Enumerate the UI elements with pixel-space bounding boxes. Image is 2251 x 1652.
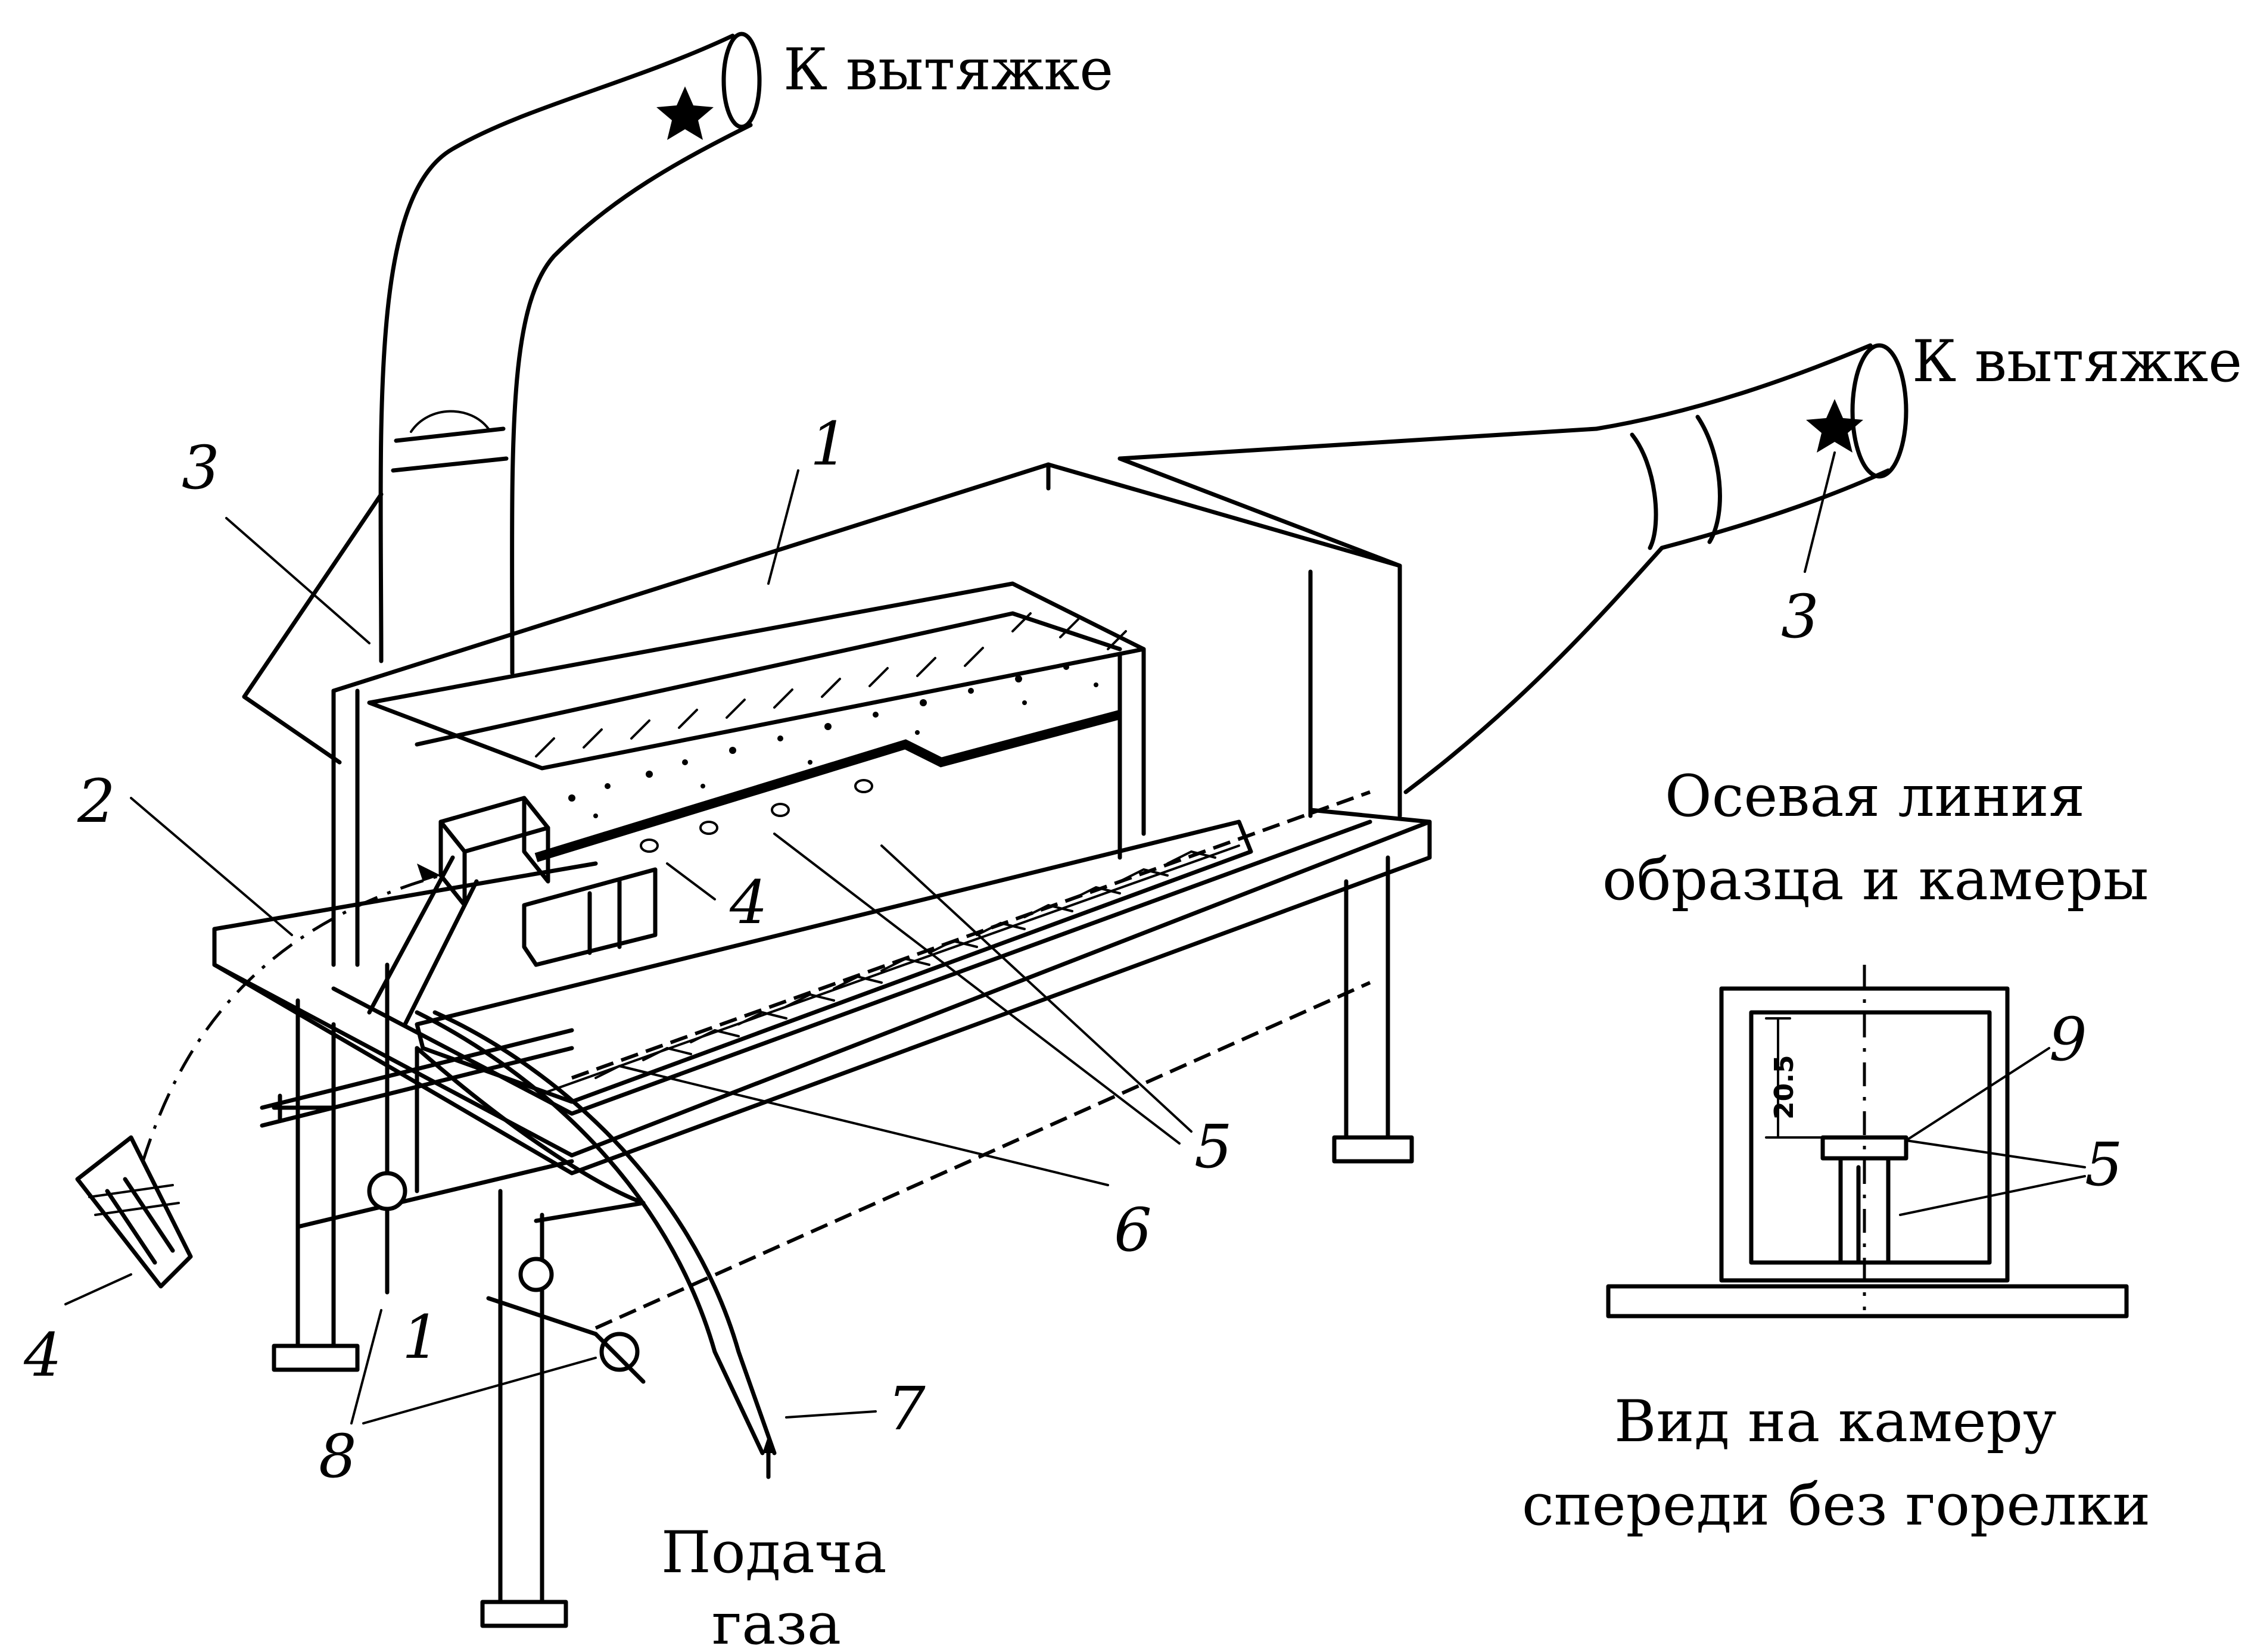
valves [272, 1093, 646, 1384]
axis-line-label-2: образца и камеры [1602, 846, 2149, 913]
callout-1-top: 1 [810, 409, 848, 479]
sample-holder [367, 796, 658, 1027]
inset-front-view [1606, 965, 2129, 1319]
callout-3-right: 3 [1781, 582, 1819, 652]
right-exhaust-duct [1117, 343, 1908, 794]
detached-holder [75, 864, 441, 1289]
callout-5-inset: 5 [2085, 1130, 2123, 1199]
callout-7: 7 [888, 1374, 926, 1444]
insulation-fill [568, 664, 1098, 818]
leader-lines [64, 451, 1836, 1425]
hood-left [242, 492, 384, 765]
gas-supply-label-2: газа [712, 1591, 841, 1649]
callout-2: 2 [77, 766, 116, 836]
callout-8: 8 [319, 1422, 357, 1491]
front-view-label-1: Вид на камеру [1614, 1388, 2057, 1455]
axis-line-label-1: Осевая линия [1665, 763, 2085, 830]
gas-pipes [385, 962, 777, 1479]
callout-1-bottom: 1 [402, 1302, 440, 1372]
chamber-body [331, 456, 1402, 967]
exhaust-label-right: К вытяжке [1912, 328, 2242, 395]
star-marker-right [1806, 399, 1863, 453]
burner-trough [415, 819, 1253, 1104]
left-exhaust-duct [378, 32, 762, 675]
callout-6: 6 [1114, 1195, 1152, 1265]
star-marker-left [656, 86, 714, 140]
table [212, 790, 1432, 1628]
callout-9: 9 [2049, 1005, 2087, 1074]
gas-supply-label-1: Подача [661, 1519, 887, 1586]
callout-5-main: 5 [1194, 1112, 1232, 1182]
front-view-label-2: спереди без горелки [1522, 1472, 2150, 1538]
sample-holes [640, 779, 873, 853]
callout-3-left: 3 [182, 433, 220, 503]
callout-4-mid: 4 [729, 868, 768, 937]
exhaust-label-left: К вытяжке [783, 36, 1113, 103]
dimension-label: 20.5 [1769, 1055, 1799, 1120]
callout-4-left: 4 [23, 1320, 62, 1390]
